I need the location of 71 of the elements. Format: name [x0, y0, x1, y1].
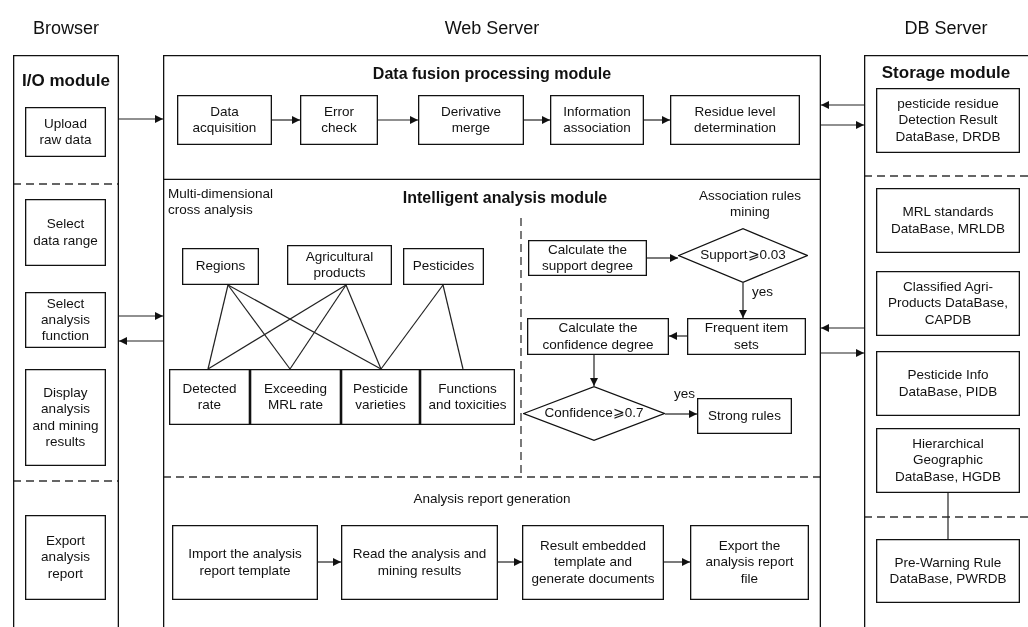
- arrow: [643, 116, 671, 124]
- module-heading: Analysis report generation: [412, 490, 572, 508]
- module-heading: Storage module: [880, 62, 1012, 84]
- arrow: [523, 116, 551, 124]
- process-box: Frequent item sets: [687, 318, 806, 355]
- process-box: Derivative merge: [418, 95, 524, 145]
- process-box: Residue level determination: [670, 95, 800, 145]
- arrow: [118, 312, 164, 320]
- process-box: Import the analysis report template: [172, 525, 318, 600]
- process-box: Pesticide Info DataBase, PIDB: [876, 351, 1020, 416]
- arrow: [497, 558, 523, 566]
- process-box: Error check: [300, 95, 378, 145]
- arrow: [663, 558, 691, 566]
- arrow: [377, 116, 419, 124]
- decision-diamond: Support⩾0.03: [678, 228, 808, 283]
- process-box: Calculate the support degree: [528, 240, 647, 276]
- connector-line: [947, 492, 949, 540]
- connector-line: [227, 284, 291, 370]
- connector-line: [207, 284, 229, 370]
- process-box: Pre-Warning Rule DataBase, PWRDB: [876, 539, 1020, 603]
- section-label: Multi-dimensional cross analysis: [168, 186, 275, 219]
- process-box: Display analysis and mining results: [25, 369, 106, 466]
- process-box: Strong rules: [697, 398, 792, 434]
- module-heading: Data fusion processing module: [371, 64, 613, 84]
- module-heading: Intelligent analysis module: [401, 188, 609, 208]
- process-box: Select analysis function: [25, 292, 106, 348]
- arrow: [668, 332, 688, 340]
- process-box: Classified Agri-Products DataBase, CAPDB: [876, 271, 1020, 336]
- arrow: [317, 558, 342, 566]
- connector-line: [345, 284, 382, 370]
- process-box: Regions: [182, 248, 259, 285]
- module-heading: I/O module: [21, 70, 111, 92]
- process-box: MRL standards DataBase, MRLDB: [876, 188, 1020, 253]
- process-box: Information association: [550, 95, 644, 145]
- process-box: Detected rate: [169, 369, 250, 425]
- process-box: Upload raw data: [25, 107, 106, 157]
- process-box: Exceeding MRL rate: [250, 369, 341, 425]
- process-box: Hierarchical Geographic DataBase, HGDB: [876, 428, 1020, 493]
- arrow: [664, 410, 698, 418]
- connector-line: [227, 284, 382, 370]
- process-box: Pesticide varieties: [341, 369, 420, 425]
- arrow: [118, 337, 164, 345]
- process-box: Pesticides: [403, 248, 484, 285]
- arrow: [271, 116, 301, 124]
- column-heading: Web Server: [443, 17, 541, 40]
- arrow: [820, 101, 865, 109]
- connector-line: [380, 284, 444, 370]
- process-box: Functions and toxicities: [420, 369, 515, 425]
- connector-line: [289, 284, 347, 370]
- process-box: Calculate the confidence degree: [527, 318, 669, 355]
- process-box: Read the analysis and mining results: [341, 525, 498, 600]
- arrow: [118, 115, 164, 123]
- connector-line: [207, 284, 347, 370]
- column-heading: Browser: [32, 17, 100, 40]
- process-box: Result embedded template and generate documents: [522, 525, 664, 600]
- process-box: pesticide residue Detection Result DataBase, DRDB: [876, 88, 1020, 153]
- process-box: Agricultural products: [287, 245, 392, 285]
- arrow: [820, 324, 865, 332]
- column-heading: DB Server: [903, 17, 989, 40]
- arrow: [820, 121, 865, 129]
- arrow: [739, 282, 747, 319]
- process-box: Export analysis report: [25, 515, 106, 600]
- process-box: Data acquisition: [177, 95, 272, 145]
- arrow: [646, 254, 679, 262]
- process-box: Select data range: [25, 199, 106, 266]
- connector-line: [442, 284, 464, 370]
- process-box: Export the analysis report file: [690, 525, 809, 600]
- decision-diamond: Confidence⩾0.7: [523, 386, 665, 441]
- arrow: [590, 354, 598, 387]
- section-label: Association rules mining: [697, 188, 803, 221]
- arrow: [820, 349, 865, 357]
